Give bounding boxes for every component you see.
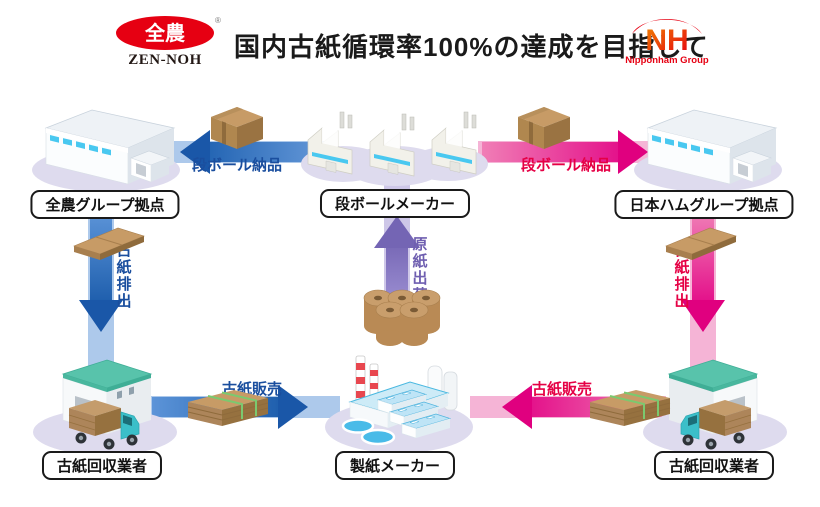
arrowhead-sale-right <box>502 385 532 429</box>
nipponham-logo-symbol: NH <box>645 24 688 57</box>
arrowhead-discharge-left <box>79 300 123 332</box>
recycler-illustration <box>643 359 787 455</box>
flow-label-shipment: 原紙出荷 <box>410 236 428 304</box>
arrowhead-shipment <box>374 216 420 248</box>
flow-label-delivery-right: 段ボール納品 <box>521 157 612 174</box>
node-label-paper-maker: 製紙メーカー <box>334 451 456 480</box>
factory-building <box>369 113 415 177</box>
node-label-recycler-left: 古紙回収業者 <box>41 451 163 480</box>
flow-label-sale-right: 古紙販売 <box>532 381 593 398</box>
paper-bundle-icon <box>187 390 269 426</box>
node-label-zennoh-base: 全農グループ拠点 <box>30 190 180 219</box>
zennoh-logo: 全農 ® ZEN-NOH <box>116 16 221 68</box>
arrowshaft-delivery-right <box>482 142 618 162</box>
zennoh-logo-symbol: 全農 <box>144 21 185 45</box>
arrowhead-sale-left <box>278 385 308 429</box>
truck <box>68 400 140 450</box>
zennoh-wordmark: ZEN-NOH <box>128 52 202 68</box>
registered-mark: ® <box>215 16 221 25</box>
flow-label-discharge-left: 古紙排出 <box>114 242 132 310</box>
flattened-cardboard-icon <box>665 227 737 260</box>
warehouse-illustration <box>32 109 180 192</box>
paper-roll-front-row <box>375 301 429 346</box>
cardboard-box-icon <box>211 107 263 149</box>
warehouse-illustration <box>634 109 782 192</box>
flattened-cardboard-icon <box>73 227 145 260</box>
truck <box>680 400 752 450</box>
flow-label-discharge-right: 古紙排出 <box>672 242 690 310</box>
factories-illustration <box>301 111 488 186</box>
zennoh-logo-oval <box>116 16 214 50</box>
flow-label-delivery-left: 段ボール納品 <box>192 157 283 174</box>
warehouse-building <box>646 109 778 185</box>
paper-rolls-icon <box>363 289 441 346</box>
paper-mill-illustration <box>325 355 473 453</box>
factory-building <box>431 111 477 175</box>
arrowhead-discharge-right <box>681 300 725 332</box>
warehouse-building <box>44 109 176 185</box>
recycler-illustration <box>33 359 177 455</box>
node-label-nipponham-base: 日本ハムグループ拠点 <box>614 190 794 219</box>
mill-pools <box>341 418 396 446</box>
page-title: 国内古紙循環率100%の達成を目指して <box>234 32 709 62</box>
paper-bundle-icon <box>589 390 671 426</box>
node-label-recycler-right: 古紙回収業者 <box>653 451 775 480</box>
cardboard-box-icon <box>518 107 570 149</box>
arrowhead-delivery-left <box>180 130 210 174</box>
node-label-cardboard-maker: 段ボールメーカー <box>319 189 471 218</box>
nipponham-logo: NH Nipponham Group <box>625 19 709 66</box>
factory-building <box>307 111 353 175</box>
nipponham-wordmark: Nipponham Group <box>625 55 709 66</box>
